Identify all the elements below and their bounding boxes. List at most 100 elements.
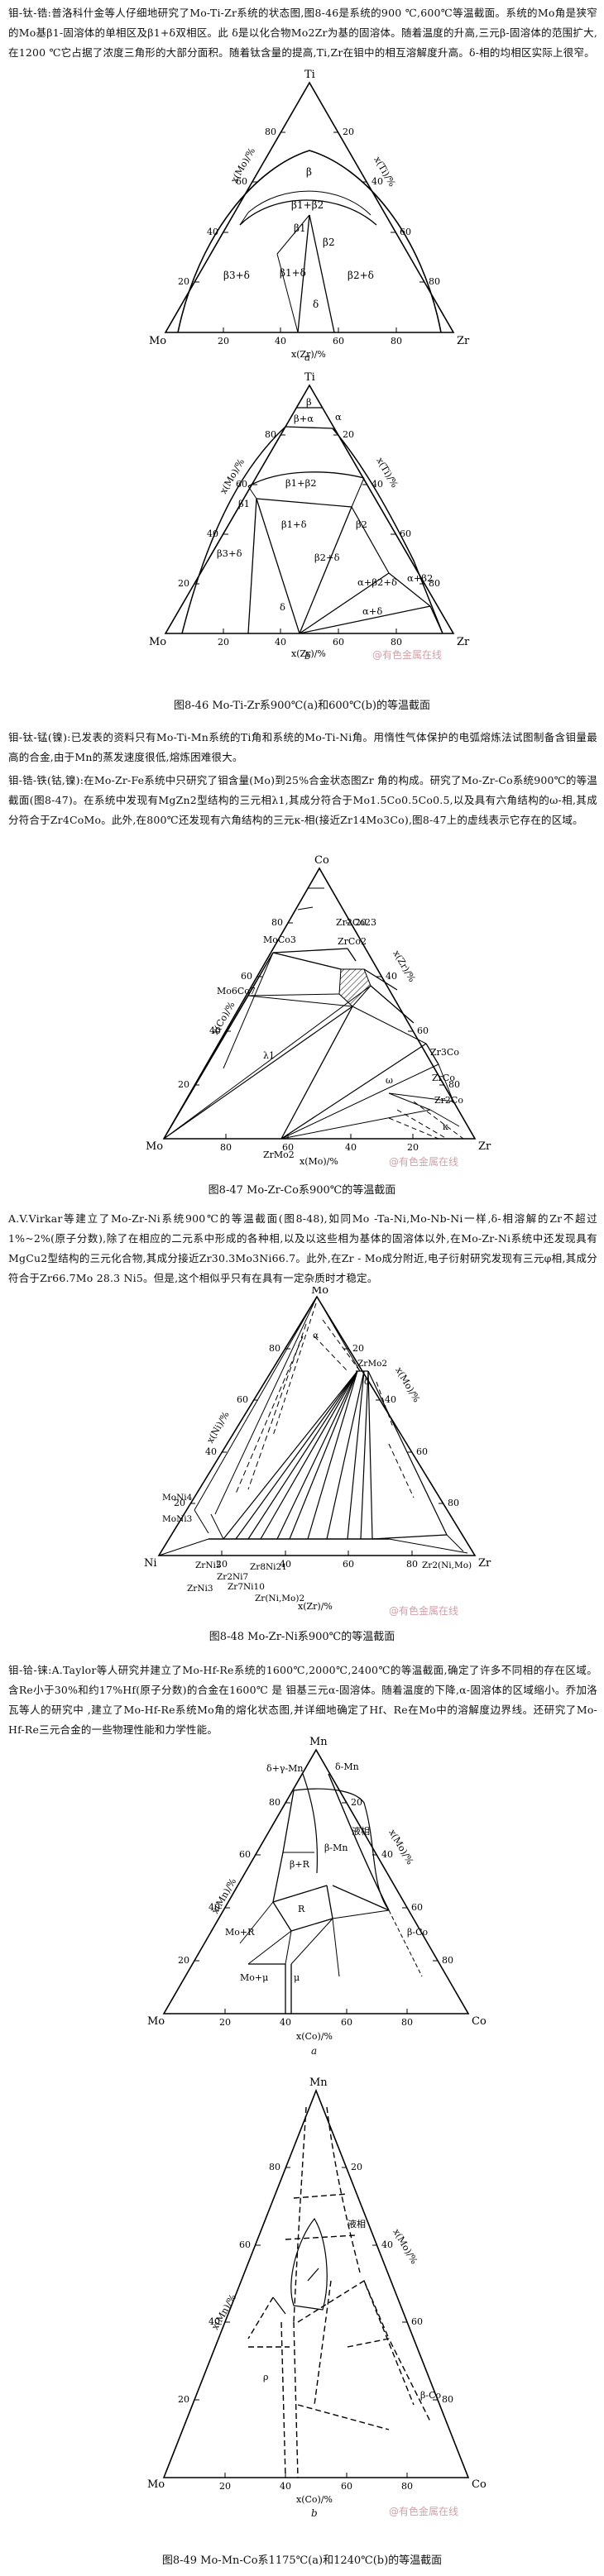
phase-label: Zr(Ni,Mo)2 [255, 1594, 304, 1603]
tick-bottom: 60 [341, 2017, 352, 2028]
tick-bottom: 60 [341, 2481, 352, 2492]
subfigure-label: b [311, 2507, 318, 2519]
phase-label: Zr3Co [430, 1047, 459, 1058]
tick-right: 20 [343, 127, 354, 137]
ternary-diagram-8-48: 20 40 60 80 20 40 60 80 20 40 60 80 Mo N… [144, 1287, 491, 1612]
corner-right: Co [472, 2015, 487, 2028]
tick-bottom: 60 [343, 1559, 354, 1570]
tick-right: 80 [448, 1079, 460, 1090]
axis-left-label: x(Ni)/% [204, 1410, 231, 1446]
phase-label: Zr2Co23 [336, 917, 376, 928]
tick-left: 20 [174, 1498, 185, 1508]
subfigure-label: b [304, 650, 311, 662]
tick-left: 80 [269, 2162, 280, 2172]
ternary-diagram-8-46a: 20 40 60 80 20 40 60 80 20 40 60 80 Ti M… [149, 69, 470, 360]
phase-label: μ [294, 1972, 300, 1983]
tick-left: 60 [239, 2239, 251, 2250]
phase-label: Zr7Ni10 [228, 1582, 265, 1592]
corner-right: Co [472, 2478, 487, 2491]
axis-bottom-label: x(Zr)/% [298, 1601, 333, 1612]
axis-bottom-label: x(Co)/% [296, 2494, 333, 2505]
phase-label: R [298, 1904, 305, 1914]
tick-bottom: 40 [275, 637, 286, 648]
axis-right-label: x(Mo)/% [386, 1828, 415, 1866]
axis-bottom-label: x(Zr)/% [291, 349, 326, 360]
tick-bottom: 40 [280, 1559, 291, 1570]
phase-label: β-Co [420, 2390, 441, 2401]
phase-label: α+β2+δ [357, 576, 397, 588]
tick-right: 60 [400, 528, 411, 539]
tick-bottom: 80 [401, 2481, 413, 2492]
paragraph-mo-ti-mn: 钼-钛-锰(镍):已发表的资料只有Mo-Ti-Mn系统的Ti角和系统的Mo-Ti… [8, 731, 597, 763]
phase-label: β3+δ [217, 547, 242, 559]
corner-top: Ti [304, 371, 315, 384]
caption-8-48: 图8-48 Mo-Zr-Ni系900℃的等温截面 [209, 1631, 395, 1643]
tick-bottom: 40 [345, 1142, 357, 1153]
phase-label: β1+δ [281, 519, 307, 530]
phase-label: ZrNi5 [195, 1560, 222, 1570]
tick-left: 40 [209, 2316, 220, 2327]
figure-8-46a: 20 40 60 80 20 40 60 80 20 40 60 80 Ti M… [0, 68, 604, 366]
phase-label: β2+δ [348, 270, 374, 281]
tick-bottom: 80 [401, 2017, 413, 2028]
corner-left: Mo [149, 335, 166, 347]
phase-label: β1+δ [280, 267, 306, 279]
phase-label: β [306, 396, 312, 408]
tick-right: 60 [411, 1902, 423, 1913]
phase-label: β-Mn [324, 1842, 348, 1853]
tick-bottom: 20 [216, 1559, 228, 1570]
corner-left: Mo [149, 636, 166, 648]
tick-right: 80 [448, 1498, 459, 1508]
tick-left: 40 [205, 1446, 217, 1457]
paragraph-mo-hf-re: 钼-铪-铼:A.Taylor等人研究并建立了Mo-Hf-Re系统的1600℃,2… [8, 1664, 597, 1736]
subfigure-label: a [304, 351, 311, 363]
tick-left: 60 [239, 1849, 251, 1860]
tick-bottom: 80 [220, 1142, 232, 1153]
tick-left: 60 [236, 176, 247, 187]
corner-right: Zr [457, 636, 470, 648]
phase-label: ZrMo2 [263, 1149, 295, 1160]
phase-label: Zr8Ni21 [250, 1562, 287, 1572]
tick-bottom: 20 [407, 1142, 419, 1153]
tick-bottom: 80 [406, 1559, 418, 1570]
corner-top: Mn [309, 2077, 328, 2089]
tick-right: 80 [429, 276, 440, 287]
tick-right: 60 [400, 227, 411, 237]
axis-right-label: x(Mo)/% [391, 2227, 419, 2266]
phase-label: ρ [263, 2372, 268, 2382]
watermark: @有色金属在线 [372, 649, 443, 661]
tick-left: 40 [207, 227, 218, 237]
tick-bottom: 60 [282, 1142, 294, 1153]
figure-8-47: 20 40 60 80 20 40 60 80 80 60 40 20 Co M… [0, 845, 604, 1176]
phase-label: Mo+R [225, 1927, 255, 1938]
corner-left: Mo [147, 2478, 165, 2491]
tick-left: 20 [178, 276, 189, 287]
figure-8-46b: 20 40 60 80 20 40 60 80 20 40 60 80 Ti M… [0, 370, 604, 668]
corner-left: Mo [147, 2015, 165, 2028]
phase-label: MoNi4 [162, 1493, 193, 1503]
tick-right: 20 [351, 1797, 362, 1808]
tick-left: 60 [236, 479, 247, 490]
paragraph-mo-ti-zr: 钼-钛-锆:普洛科什金等人仔细地研究了Mo-Ti-Zr系统的状态图,图8-46是… [8, 7, 597, 59]
corner-top: Mo [311, 1287, 328, 1297]
phase-label: β2 [356, 519, 367, 530]
ternary-diagram-8-49a: 20 40 60 80 20 40 60 80 20 40 60 80 Mn M… [147, 1736, 487, 2042]
axis-left-label: x(Mo)/% [218, 456, 247, 495]
phase-label: 液相 [352, 1825, 370, 1837]
phase-label: δ-Mn [335, 1761, 359, 1772]
tick-bottom: 40 [280, 2481, 291, 2492]
tick-left: 80 [271, 917, 283, 928]
phase-label: Zr2(Ni,Mo) [422, 1560, 472, 1570]
axis-bottom-label: x(Co)/% [296, 2031, 333, 2042]
phase-label: 液相 [348, 2218, 366, 2230]
phase-label: β1 [294, 222, 306, 234]
corner-left: Mo [146, 1140, 163, 1153]
tick-left: 80 [265, 127, 276, 137]
corner-right: Zr [478, 1140, 491, 1153]
ternary-diagram-8-49b: 20 40 60 80 20 40 60 80 20 40 60 80 Mn M… [147, 2077, 487, 2505]
tick-right: 40 [381, 1849, 393, 1860]
phase-label: ZrCo [432, 1073, 455, 1083]
tick-left: 20 [178, 2394, 189, 2405]
phase-label: β3+δ [223, 270, 250, 281]
phase-label: λ1 [263, 1050, 275, 1061]
